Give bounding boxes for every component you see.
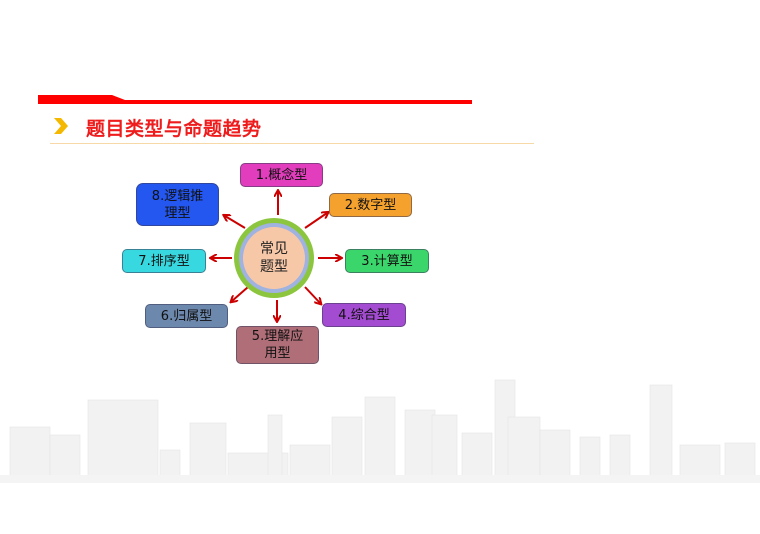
node-label: 2.数字型	[344, 197, 397, 213]
city-skyline-background	[0, 379, 760, 483]
header-accent-bar	[38, 95, 472, 104]
node-ordering: 7.排序型	[122, 249, 206, 273]
node-understanding-application: 5.理解应 用型	[236, 326, 319, 364]
node-label-line2: 用型	[264, 346, 291, 361]
node-label: 6.归属型	[160, 308, 213, 324]
node-label-line1: 8.逻辑推	[151, 188, 204, 204]
center-node: 常见 题型	[234, 218, 314, 298]
node-label: 1.概念型	[255, 167, 308, 183]
node-attribution: 6.归属型	[145, 304, 228, 328]
center-label-line1: 常见	[260, 241, 288, 257]
node-logical-reasoning: 8.逻辑推 理型	[136, 183, 219, 226]
center-label-line2: 题型	[260, 259, 288, 275]
node-calculation: 3.计算型	[345, 249, 429, 273]
node-label: 4.综合型	[338, 307, 390, 323]
node-concept: 1.概念型	[240, 163, 323, 187]
node-label: 3.计算型	[361, 253, 413, 269]
node-number: 2.数字型	[329, 193, 412, 217]
node-label-line1: 5.理解应	[251, 329, 304, 344]
page-title: 题目类型与命题趋势	[86, 118, 262, 140]
node-label: 7.排序型	[138, 253, 190, 269]
title-underline	[50, 143, 534, 144]
chevron-right-icon	[54, 118, 68, 134]
node-comprehensive: 4.综合型	[322, 303, 406, 327]
node-label-line2: 理型	[164, 205, 191, 221]
